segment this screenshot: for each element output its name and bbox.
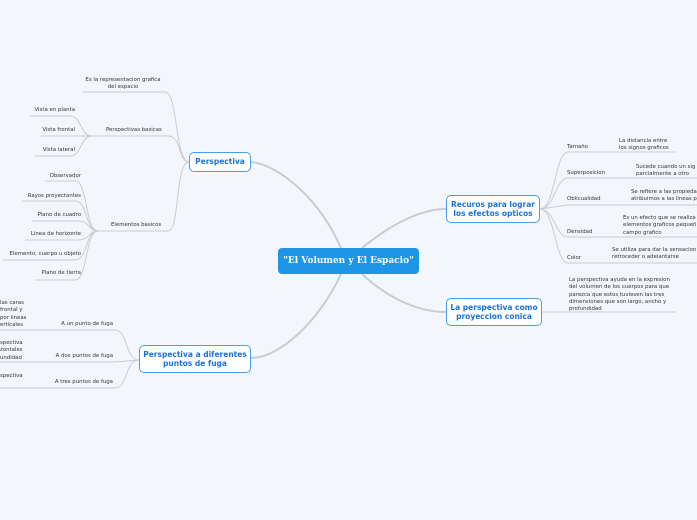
text-line: Es la representacion grafica [85, 77, 161, 83]
root-node[interactable]: "El Volumen y El Espacio" [278, 248, 419, 274]
text-line: del espacio [107, 84, 139, 91]
leaf-vista-planta[interactable]: Vista en planta [34, 107, 75, 113]
fuga-desc-1[interactable]: las caras frontal y por lineas erticales [0, 300, 27, 329]
fuga-desc-3[interactable]: spectiva [0, 373, 23, 379]
desc-oblicualidad[interactable]: Se refiere a las propieda atribuimos a l… [631, 189, 697, 204]
text-line: spectiva [0, 340, 23, 346]
leaf-rayos-proyectantes[interactable]: Rayos proyectantes [27, 193, 81, 199]
leaf-linea-horizonte[interactable]: Linea de horizonte [30, 231, 81, 237]
leaf-vista-frontal[interactable]: Vista frontal [42, 127, 75, 133]
text-line: La perspectiva ayuda en la expresion [569, 277, 670, 283]
text-line: las caras [0, 300, 24, 306]
desc-densidad[interactable]: Es un efecto que se realiza elementos gr… [623, 215, 696, 237]
leaf-color[interactable]: Color [567, 255, 582, 261]
text-line: La distancia entre [619, 138, 668, 144]
desc-tamano[interactable]: La distancia entre los signos graficos [619, 138, 669, 153]
node-title-line: los efectos opticos [453, 209, 533, 218]
desc-color[interactable]: Se utiliza para dar la sensacion retroce… [612, 247, 696, 262]
perspectiva-definition[interactable]: Es la representacion grafica del espacio [82, 77, 164, 92]
text-line: undidad [0, 354, 22, 361]
node-recursos[interactable]: Recuros para lograr los efectos opticos [446, 195, 540, 223]
text-line: del volumen de los cuerpos para que [569, 284, 670, 291]
node-elementos-basicos[interactable]: Elementos basicos [111, 222, 162, 228]
text-line: Es un efecto que se realiza [623, 215, 696, 221]
leaf-tres-puntos[interactable]: A tres puntos de fuga [54, 379, 113, 385]
text-line: atribuimos a las lineas p [631, 196, 697, 203]
text-line: por lineas [0, 314, 27, 321]
text-line: Se utiliza para dar la sensacion [612, 247, 697, 253]
text-line: erticales [0, 321, 24, 328]
leaf-oblicualidad[interactable]: Oblicualidad [567, 196, 601, 202]
text-line: zontales [0, 347, 23, 354]
leaf-superposicion[interactable]: Superposicion [567, 170, 605, 176]
node-title-line: Perspectiva a diferentes [143, 349, 247, 359]
text-line: campo grafico [623, 229, 662, 236]
text-line: dimensiones que son largo, ancho y [569, 298, 667, 305]
leaf-un-punto[interactable]: A un punto de fuga [61, 321, 113, 327]
node-perspectiva[interactable]: Perspectiva [189, 152, 251, 172]
text-line: elementos graficos pequeñ [623, 222, 697, 229]
node-proyeccion-conica[interactable]: La perspectiva como proyeccion conica [446, 298, 542, 326]
desc-conica[interactable]: La perspectiva ayuda en la expresion del… [569, 277, 670, 313]
node-perspectivas-basicas[interactable]: Perspectivas basicas [106, 127, 162, 133]
text-line: parcialmente a otro [636, 171, 690, 178]
text-line: retroceder o adelantarse [612, 254, 679, 261]
node-title-line: Recuros para lograr [451, 199, 535, 209]
leaf-observador[interactable]: Observador [49, 173, 81, 179]
text-line: parezca que estos tuviesen las tres [569, 291, 665, 298]
leaf-tamano[interactable]: Tamaño [567, 144, 588, 150]
leaf-elemento-cuerpo[interactable]: Elemento, cuerpo u objeto [9, 251, 81, 257]
fuga-desc-2[interactable]: spectiva zontales undidad [0, 340, 23, 362]
leaf-plano-cuadro[interactable]: Plano de cuadro [37, 212, 81, 218]
text-line: los signos graficos [619, 145, 669, 152]
text-line: profundidad [569, 306, 602, 313]
node-puntos-fuga[interactable]: Perspectiva a diferentes puntos de fuga [139, 345, 251, 373]
desc-superposicion[interactable]: Sucede cuando un sig parcialmente a otro [636, 164, 695, 179]
text-line: Sucede cuando un sig [636, 164, 696, 170]
leaf-plano-tierra[interactable]: Plano de tierra [41, 270, 81, 276]
text-line: Se refiere a las propieda [631, 189, 697, 195]
node-title-line: puntos de fuga [163, 359, 227, 368]
leaf-densidad[interactable]: Densidad [567, 229, 593, 235]
leaf-vista-lateral[interactable]: Vista lateral [42, 147, 75, 153]
node-title-line: La perspectiva como [450, 302, 538, 312]
node-title-line: proyeccion conica [456, 312, 532, 321]
text-line: frontal y [0, 307, 23, 314]
leaf-dos-puntos[interactable]: A dos puntos de fuga [55, 353, 113, 359]
